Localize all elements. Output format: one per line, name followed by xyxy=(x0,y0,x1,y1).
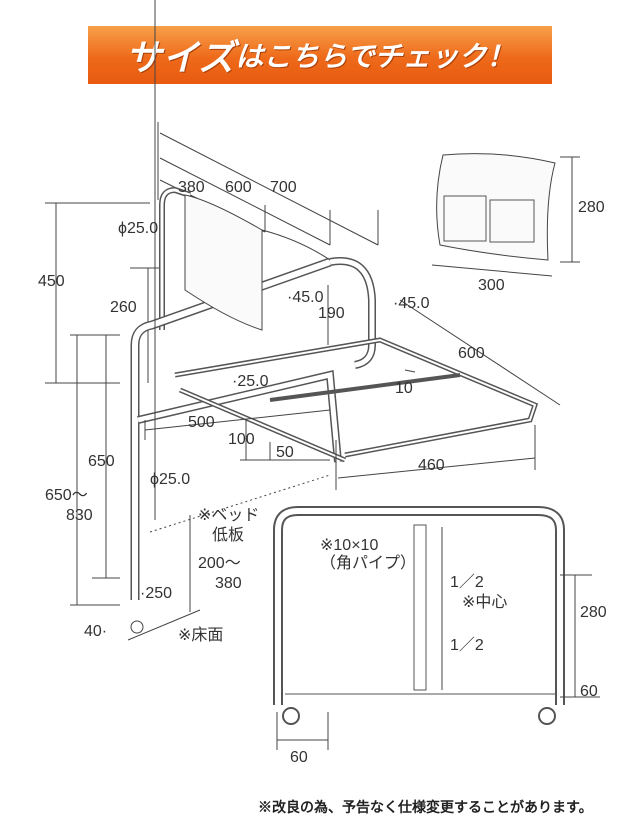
dim-10: 10 xyxy=(395,380,413,397)
dim-600-top: 600 xyxy=(225,179,252,196)
pipe-size-label: ※10×10 xyxy=(320,537,378,554)
dim-phi-leg: ϕ25.0 xyxy=(150,471,190,488)
dim-260: 260 xyxy=(110,299,137,316)
angle-45-2: ·45.0 xyxy=(393,295,430,312)
dim-650-830-b: 830 xyxy=(66,507,93,524)
dim-25: ·25.0 xyxy=(232,373,269,390)
banner-title-rest: はこちらでチェック！ xyxy=(235,40,515,73)
front-view: ※10×10 （角パイプ） 1／2 ※中心 1／2 280 60 60 xyxy=(273,506,607,766)
bed-board-label-b: 低板 xyxy=(212,526,244,544)
dim-450: 450 xyxy=(38,273,65,290)
dim-40: 40· xyxy=(84,623,107,640)
dim-700: 700 xyxy=(270,179,297,196)
dim-650-830-a: 650～ xyxy=(45,487,88,504)
center-label: ※中心 xyxy=(462,593,507,611)
dim-60-bottom: 60 xyxy=(290,749,308,766)
pipe-type-label: （角パイプ） xyxy=(320,554,416,572)
pocket-view: 280 300 xyxy=(431,153,605,294)
dim-500: 500 xyxy=(188,414,215,431)
banner: サイズはこちらでチェック！ xyxy=(88,26,552,84)
dim-200-380-a: 200～ xyxy=(198,555,241,572)
pocket-height: 280 xyxy=(578,199,605,216)
dim-380: 380 xyxy=(178,179,205,196)
dim-100: 100 xyxy=(228,431,255,448)
banner-title-main: サイズ xyxy=(125,38,236,79)
floor-label: ※床面 xyxy=(178,626,223,644)
dim-60-right: 60 xyxy=(580,683,598,700)
dim-280-front: 280 xyxy=(580,604,607,621)
bed-board-label-a: ※ベッド xyxy=(198,507,259,524)
footer-note: ※改良の為、予告なく仕様変更することがあります。 xyxy=(258,800,593,816)
dim-50: 50 xyxy=(276,444,294,461)
half-top-label: 1／2 xyxy=(450,574,484,591)
main-view-drawing xyxy=(45,0,561,641)
dim-190: 190 xyxy=(318,305,345,322)
dim-250: ·250 xyxy=(140,585,172,602)
pocket-width: 300 xyxy=(478,277,505,294)
angle-45-1: ·45.0 xyxy=(287,289,324,306)
dim-650: 650 xyxy=(88,453,115,470)
main-view-labels: 380 600 700 ϕ25.0 450 260 ·45.0 190 ·45.… xyxy=(38,179,485,644)
dim-460: 460 xyxy=(418,457,445,474)
half-bottom-label: 1／2 xyxy=(450,637,484,654)
dim-200-380-b: 380 xyxy=(215,575,242,592)
dim-phi-top: ϕ25.0 xyxy=(118,220,158,237)
dim-600-right: 600 xyxy=(458,345,485,362)
